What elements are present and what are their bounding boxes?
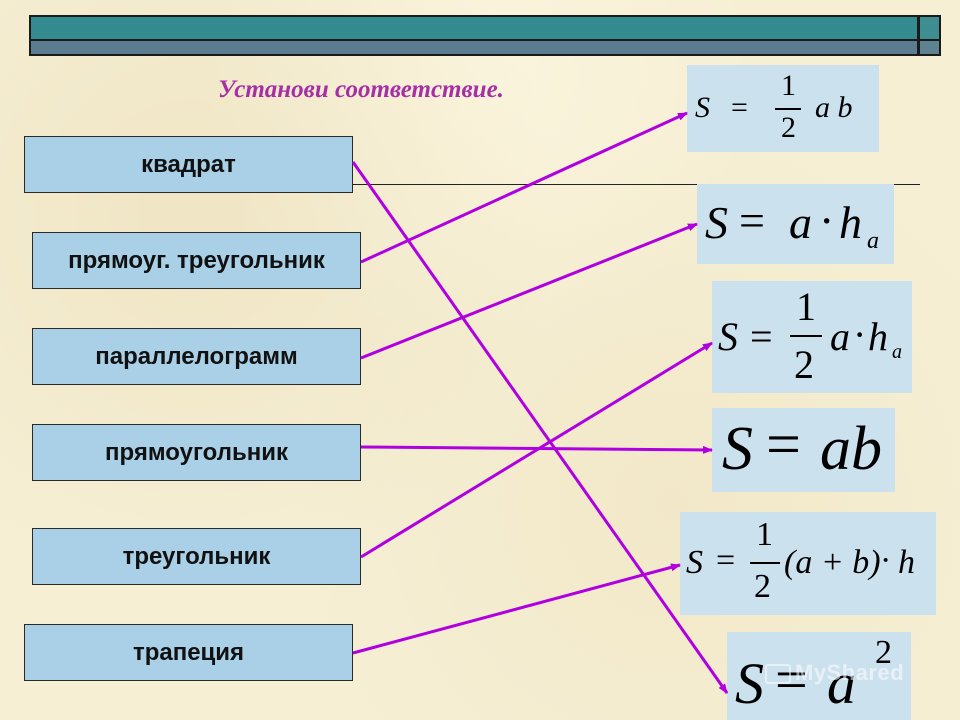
- formula-s: S: [718, 314, 738, 359]
- fraction-bar: [750, 562, 780, 564]
- formula-a: a: [789, 197, 812, 248]
- arrow-right-triangle-to-half-ab: [360, 111, 688, 264]
- watermark-icon: [765, 664, 791, 685]
- formula-box-square[interactable]: S = a 2: [727, 632, 911, 720]
- top-bar-steel-stripe: [31, 41, 917, 54]
- fraction-numerator: 1: [781, 69, 796, 102]
- formula-equals: =: [766, 411, 801, 479]
- fraction-numerator: 1: [756, 516, 773, 553]
- formula-dot: ·: [819, 195, 835, 246]
- formula-s: S: [705, 197, 728, 248]
- shape-label: квадрат: [141, 150, 236, 178]
- formula-s: S: [686, 544, 703, 581]
- shape-box-triangle[interactable]: треугольник: [32, 528, 361, 585]
- formula-a: a: [827, 651, 856, 716]
- top-bar-corner-square-lower: [920, 41, 939, 54]
- arrow-triangle-to-half-a-ha: [360, 341, 713, 559]
- formula-h: h: [868, 314, 888, 359]
- shape-box-parallelogram[interactable]: параллелограмм: [32, 328, 361, 385]
- formula-equals: =: [716, 542, 736, 579]
- formula-box-rectangle[interactable]: S = ab: [712, 408, 895, 492]
- arrow-rectangle-to-ab: [360, 445, 713, 454]
- formula-box-triangle[interactable]: S = 1 2 a · h a: [712, 281, 912, 393]
- arrow-parallelogram-to-a-ha: [360, 222, 698, 360]
- formula-rest: (a + b): [784, 544, 881, 581]
- fraction-denominator: 2: [794, 342, 814, 387]
- formula-box-triangle-right[interactable]: S = 1 2 a b: [687, 65, 879, 152]
- fraction-bar: [790, 335, 822, 337]
- formula-equals: =: [775, 647, 808, 712]
- shape-box-trapezoid[interactable]: трапеция: [24, 624, 353, 681]
- shape-box-square[interactable]: квадрат: [24, 136, 353, 193]
- formula-s: S: [695, 91, 710, 124]
- top-bar-teal-stripe: [31, 17, 917, 39]
- formula-rest: ab: [820, 415, 882, 483]
- shape-box-rectangle[interactable]: прямоугольник: [32, 424, 361, 481]
- shape-label: прямоугольник: [105, 438, 288, 466]
- top-bar-corner-square: [920, 17, 939, 39]
- fraction-bar: [775, 108, 801, 110]
- fraction-denominator: 2: [754, 568, 771, 605]
- formula-s: S: [722, 415, 753, 483]
- formula-s: S: [735, 651, 764, 716]
- formula-superscript: 2: [875, 634, 892, 671]
- arrow-square-to-a2: [351, 161, 729, 694]
- shape-label: прямоуг. треугольник: [68, 246, 325, 274]
- formula-equals: =: [750, 314, 773, 359]
- formula-box-parallelogram[interactable]: S = a · h a: [697, 184, 894, 264]
- formula-subscript: a: [867, 228, 879, 254]
- arrow-trapezoid-to-half-sum: [352, 563, 681, 655]
- slide-title: Установи соответствие.: [218, 76, 504, 103]
- formula-rest: a b: [815, 91, 853, 124]
- formula-h: h: [898, 544, 915, 581]
- fraction-denominator: 2: [781, 111, 796, 144]
- watermark: MyShared: [765, 660, 904, 686]
- formula-a: a: [830, 314, 850, 359]
- shape-label: трапеция: [132, 638, 245, 666]
- shape-label: параллелограмм: [95, 342, 298, 370]
- formula-equals: =: [739, 195, 765, 246]
- fraction-numerator: 1: [796, 284, 816, 329]
- shape-box-right-triangle[interactable]: прямоуг. треугольник: [32, 232, 361, 289]
- shape-label: треугольник: [122, 542, 271, 570]
- top-decorative-bar: [29, 15, 941, 56]
- watermark-text: MyShared: [795, 660, 905, 685]
- formula-equals: =: [731, 91, 748, 124]
- formula-dot: ·: [880, 542, 892, 579]
- formula-subscript: a: [892, 341, 902, 363]
- formula-dot: ·: [853, 312, 867, 357]
- formula-h: h: [839, 197, 862, 248]
- formula-box-trapezoid[interactable]: S = 1 2 (a + b) · h: [680, 512, 936, 615]
